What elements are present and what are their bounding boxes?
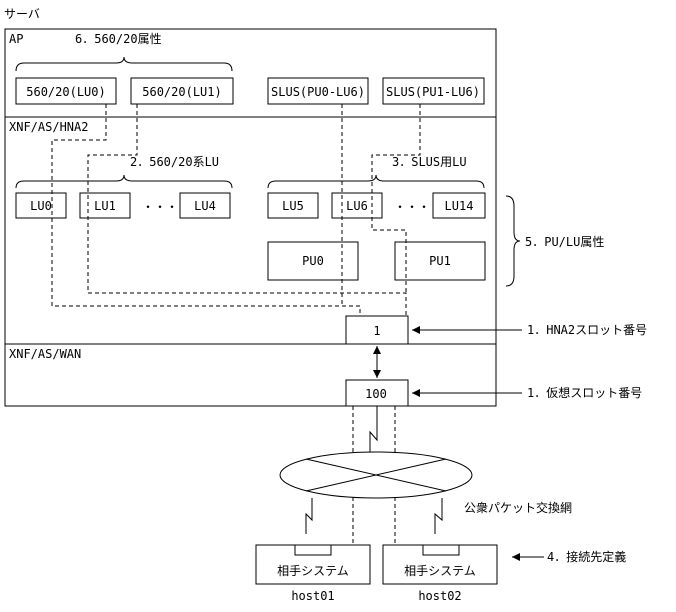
pu0-label: PU0: [302, 254, 324, 268]
pu-lu-attr-brace: [505, 195, 521, 287]
attr-560-label: 6．560/20属性: [75, 32, 162, 46]
lu4-box: [179, 192, 231, 219]
host02-system-label: 相手システム: [404, 564, 476, 578]
lu0-label: LU0: [30, 199, 52, 213]
hna2-slot-box: [345, 315, 409, 345]
hna2-layer: [4, 116, 497, 345]
pu0-box: [267, 241, 359, 281]
lu6-label: LU6: [346, 199, 368, 213]
wan-link-line: [369, 406, 378, 462]
ap-box-slus-pu1: [382, 77, 485, 105]
ap-box-560-lu0: [15, 77, 117, 105]
virtual-slot-value: 100: [365, 387, 387, 401]
group-slus-label: 3．SLUS用LU: [392, 155, 467, 169]
server-label: サーバ: [4, 7, 40, 21]
host01-link-line: [305, 498, 313, 534]
network-cross-line-b: [305, 458, 447, 492]
hna2-layer-label: XNF/AS/HNA2: [9, 120, 88, 134]
pu-lu-attr-label: 5．PU/LU属性: [525, 235, 604, 249]
virtual-slot-box: [345, 379, 409, 407]
ap-box-slus-pu1-label: SLUS(PU1-LU6): [386, 85, 480, 99]
virtual-slot-label: 1．仮想スロット番号: [527, 385, 642, 400]
group-560-brace: [15, 174, 233, 189]
lu-ellipsis-1: ・・・: [142, 200, 178, 214]
hna2-slot-value: 1: [373, 324, 380, 338]
group-560-label: 2．560/20系LU: [130, 155, 219, 169]
ap-layer-label: AP: [9, 32, 23, 46]
lu1-label: LU1: [94, 199, 116, 213]
pu1-label: PU1: [429, 254, 451, 268]
lu14-label: LU14: [445, 199, 474, 213]
wan-layer-label: XNF/AS/WAN: [9, 347, 81, 361]
host02-link-line: [434, 498, 443, 534]
path-560-lu1: [87, 104, 407, 316]
ap-box-slus-pu0: [267, 77, 369, 105]
lu6-box: [331, 192, 383, 219]
lu4-label: LU4: [194, 199, 216, 213]
lu0-box: [15, 192, 67, 219]
ap-box-560-lu1: [130, 77, 234, 105]
group-slus-brace: [267, 174, 485, 189]
ap-box-560-lu0-label: 560/20(LU0): [26, 85, 105, 99]
ap-box-slus-pu0-label: SLUS(PU0-LU6): [271, 85, 365, 99]
connection-label: 4．接続先定義: [547, 549, 626, 564]
attr-560-brace: [15, 56, 233, 72]
ap-box-560-lu1-label: 560/20(LU1): [142, 85, 221, 99]
lu-ellipsis-2: ・・・: [394, 200, 430, 214]
lu5-label: LU5: [282, 199, 304, 213]
path-slus-pu1: [371, 104, 421, 293]
pu1-box: [394, 241, 486, 281]
host01-name: host01: [291, 589, 334, 603]
hna2-slot-label: 1．HNA2スロット番号: [527, 323, 647, 337]
host02-port: [422, 544, 460, 556]
lu14-box: [432, 192, 486, 219]
host01-system-label: 相手システム: [277, 564, 349, 578]
host02-name: host02: [418, 589, 461, 603]
network-label: 公衆パケット交換網: [464, 500, 572, 515]
path-560-lu0: [51, 104, 361, 316]
host01-port: [294, 544, 332, 556]
lu5-box: [267, 192, 319, 219]
